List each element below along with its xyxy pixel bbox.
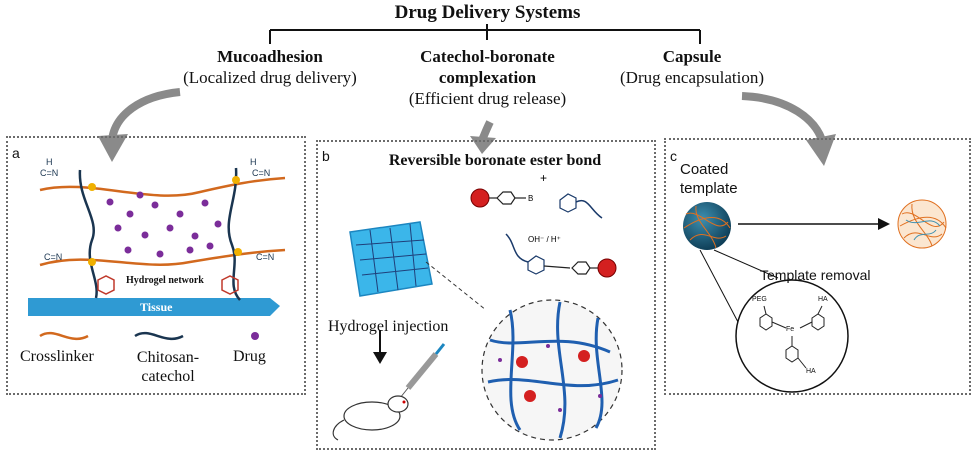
imine-h: H — [250, 157, 257, 167]
chitosan-left — [78, 169, 98, 299]
coated-template-line1: Coated — [680, 161, 729, 178]
coated-template-label: Coated template — [680, 160, 738, 198]
coated-template-sphere — [683, 202, 731, 250]
svg-text:B: B — [528, 194, 533, 203]
crosslink-node — [88, 183, 96, 191]
catechol-ring — [221, 275, 239, 295]
zoom-network — [487, 301, 619, 439]
arrow-to-panel-a — [108, 88, 181, 141]
tissue-block — [28, 298, 280, 316]
equilibrium-label: OH⁻ / H⁺ — [528, 235, 561, 244]
catechol-ring — [559, 193, 577, 213]
legend-chitosan: Chitosan- catechol — [128, 348, 208, 386]
category-sub: (Localized drug delivery) — [183, 68, 357, 87]
panel-a-label: a — [12, 145, 20, 161]
ha-label: HA — [806, 368, 816, 375]
svg-text:+: + — [540, 171, 547, 185]
mouse-head — [387, 395, 409, 413]
imine-label: C=N — [256, 252, 275, 262]
panel-b-label: b — [322, 148, 330, 164]
arrowhead-c — [806, 134, 836, 166]
category-sub: (Drug encapsulation) — [620, 68, 764, 87]
legend-chitosan-line — [134, 331, 184, 341]
imine-label: C=N — [40, 168, 59, 178]
legend-chitosan-line1: Chitosan- — [136, 349, 200, 366]
chitosan-right — [227, 167, 241, 301]
category-mucoadhesion: Mucoadhesion (Localized drug delivery) — [170, 46, 370, 88]
category-heading: Mucoadhesion — [217, 47, 323, 66]
panel-b-title: Reversible boronate ester bond — [388, 152, 602, 169]
drug-dots — [106, 191, 222, 258]
crosslink-node — [232, 176, 240, 184]
panel-c — [664, 138, 971, 395]
category-sub: (Efficient drug release) — [408, 89, 567, 108]
template-removal-label: Template removal — [760, 267, 871, 283]
arrowhead-a — [98, 134, 128, 162]
mouse-tail — [332, 419, 345, 441]
panel-a — [6, 136, 306, 395]
category-catechol-boronate: Catechol-boronate complexation (Efficien… — [375, 46, 600, 109]
imine-label: C=N — [252, 168, 271, 178]
syringe-barrel — [405, 352, 439, 390]
legend-drug-dot — [251, 332, 259, 340]
peg-label: PEG — [752, 296, 767, 303]
category-heading-line2: complexation — [438, 68, 537, 87]
red-bead — [524, 390, 536, 402]
tissue-label: Tissue — [140, 300, 173, 314]
panel-b — [316, 140, 656, 450]
arrow-to-panel-c — [741, 92, 826, 142]
fe-catecholate — [759, 305, 825, 369]
crosslink-node — [88, 258, 96, 266]
coated-template-line2: template — [680, 180, 738, 197]
capsule-sphere — [897, 199, 947, 249]
legend-crosslinker: Crosslinker — [20, 348, 94, 365]
hydrogel-injection-label: Hydrogel injection — [328, 318, 449, 335]
mouse-body — [343, 401, 401, 431]
zoom-circle — [481, 299, 623, 441]
removal-arrowhead — [878, 218, 890, 230]
crosslinker-bottom — [39, 248, 286, 267]
panel-c-label: c — [670, 148, 677, 164]
coating-fibers — [683, 205, 731, 249]
category-heading: Catechol-boronate — [420, 47, 555, 66]
red-bead — [578, 350, 590, 362]
red-bead — [516, 356, 528, 368]
red-bead — [597, 258, 617, 278]
legend-drug: Drug — [233, 348, 266, 365]
fe-label: Fe — [786, 326, 795, 333]
page-title: Drug Delivery Systems — [394, 2, 581, 23]
ha-label: HA — [818, 296, 828, 303]
imine-label: C=N — [44, 252, 63, 262]
category-heading: Capsule — [662, 47, 722, 66]
legend-crosslinker-line — [39, 331, 89, 341]
legend-chitosan-line2: catechol — [141, 368, 195, 385]
imine-h: H — [46, 157, 53, 167]
catechol-ring — [97, 275, 115, 295]
hydrogel-network-label: Hydrogel network — [126, 275, 204, 286]
category-capsule: Capsule (Drug encapsulation) — [592, 46, 792, 88]
crosslink-node — [234, 248, 242, 256]
